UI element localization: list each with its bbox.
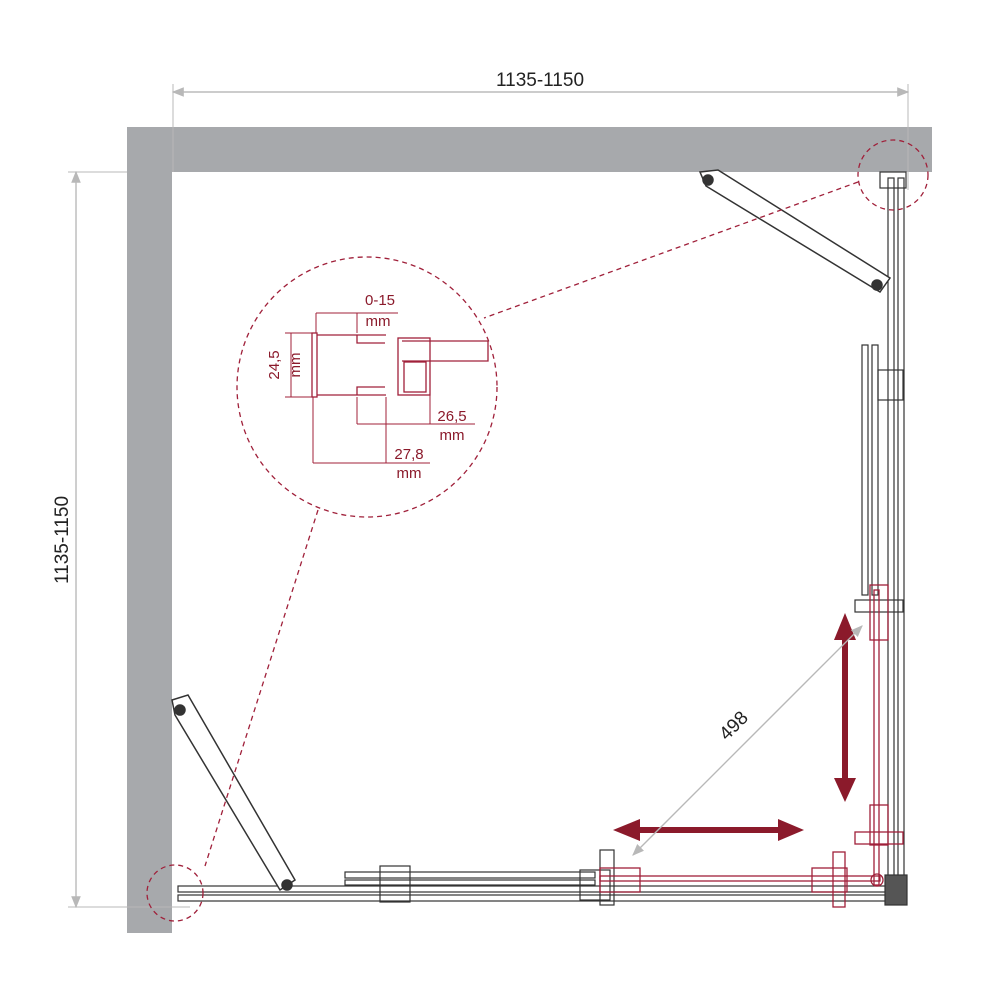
front-sliding-door [599,875,881,882]
width-dimension: 1135-1150 [171,70,910,190]
opening-dimension: 498 [632,625,863,856]
sliding-doors [599,584,904,908]
outer-width-value: 27,8 [394,446,423,463]
profile-detail: 0-15 mm 24,5 mm 26,5 mm 27,8 mm [266,292,489,482]
height-unit: mm [287,353,304,378]
support-arms [171,169,892,892]
right-fixed-glass [887,177,895,891]
width-label: 1135-1150 [496,70,584,91]
opening-label: 498 [715,707,752,744]
fixed-panels [177,171,908,906]
outer-width-unit: mm [397,465,422,482]
top-wall [127,127,932,172]
walls [127,127,932,933]
bottom-support-arm [171,694,297,892]
horizontal-slide-arrow [613,819,804,841]
height-value: 24,5 [266,350,283,379]
inner-width-unit: mm [440,427,465,444]
top-right-callout-circle [857,139,929,211]
right-sliding-door [873,589,880,886]
vertical-slide-arrow [834,613,856,802]
top-support-arm [698,169,892,294]
depth-label: 1135-1150 [52,496,73,584]
movement-arrows [613,613,856,841]
adjust-unit: mm [366,313,391,330]
detail-magnifier-circle [236,256,498,518]
left-wall [127,127,172,933]
detail-callouts [146,139,929,922]
bottom-left-callout-circle [146,864,204,922]
depth-dimension: 1135-1150 [52,170,190,909]
adjust-value: 0-15 [365,292,395,309]
inner-width-value: 26,5 [437,408,466,425]
